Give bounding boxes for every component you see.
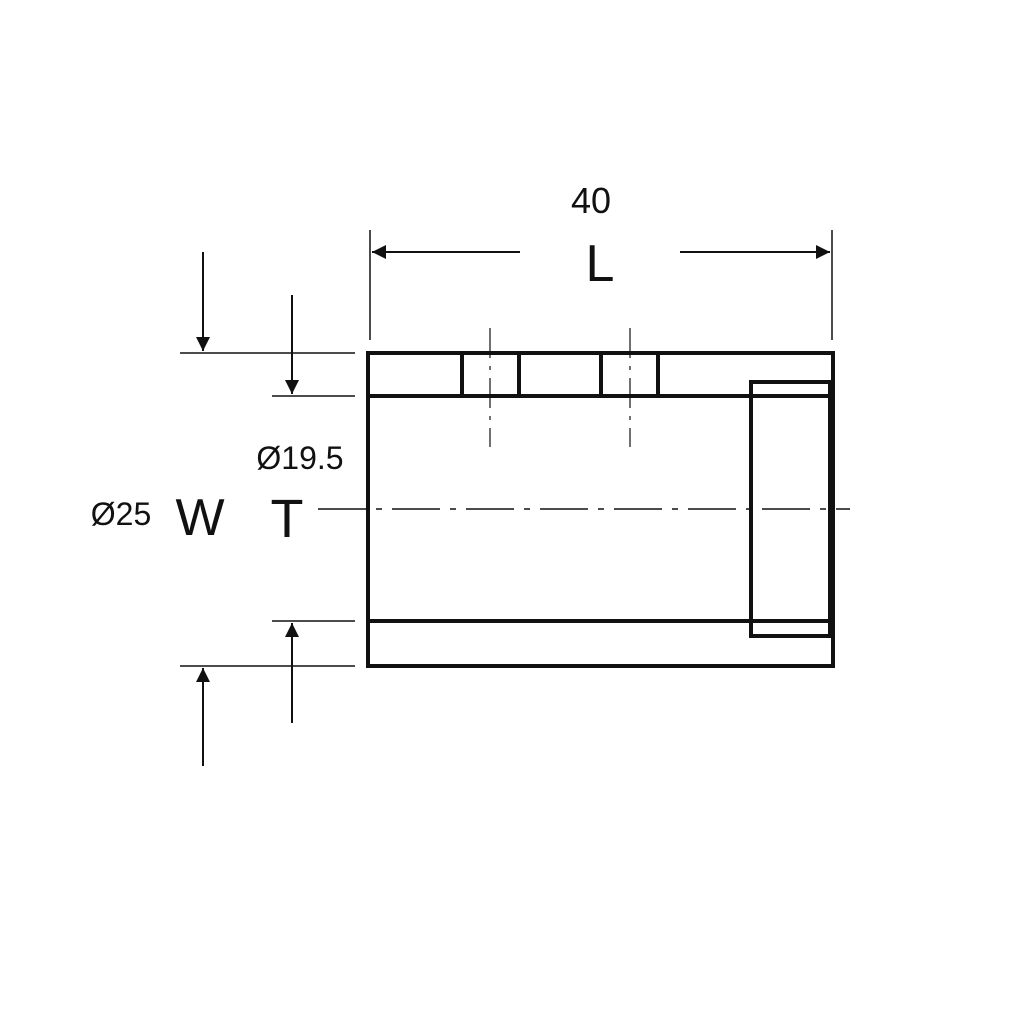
length-symbol: L: [586, 235, 615, 293]
inner-diameter-value: Ø19.5: [256, 440, 343, 476]
outer-symbol: W: [175, 489, 224, 547]
length-value: 40: [571, 180, 611, 221]
outer-diameter-value: Ø25: [91, 496, 151, 532]
inner-symbol: T: [271, 489, 304, 549]
